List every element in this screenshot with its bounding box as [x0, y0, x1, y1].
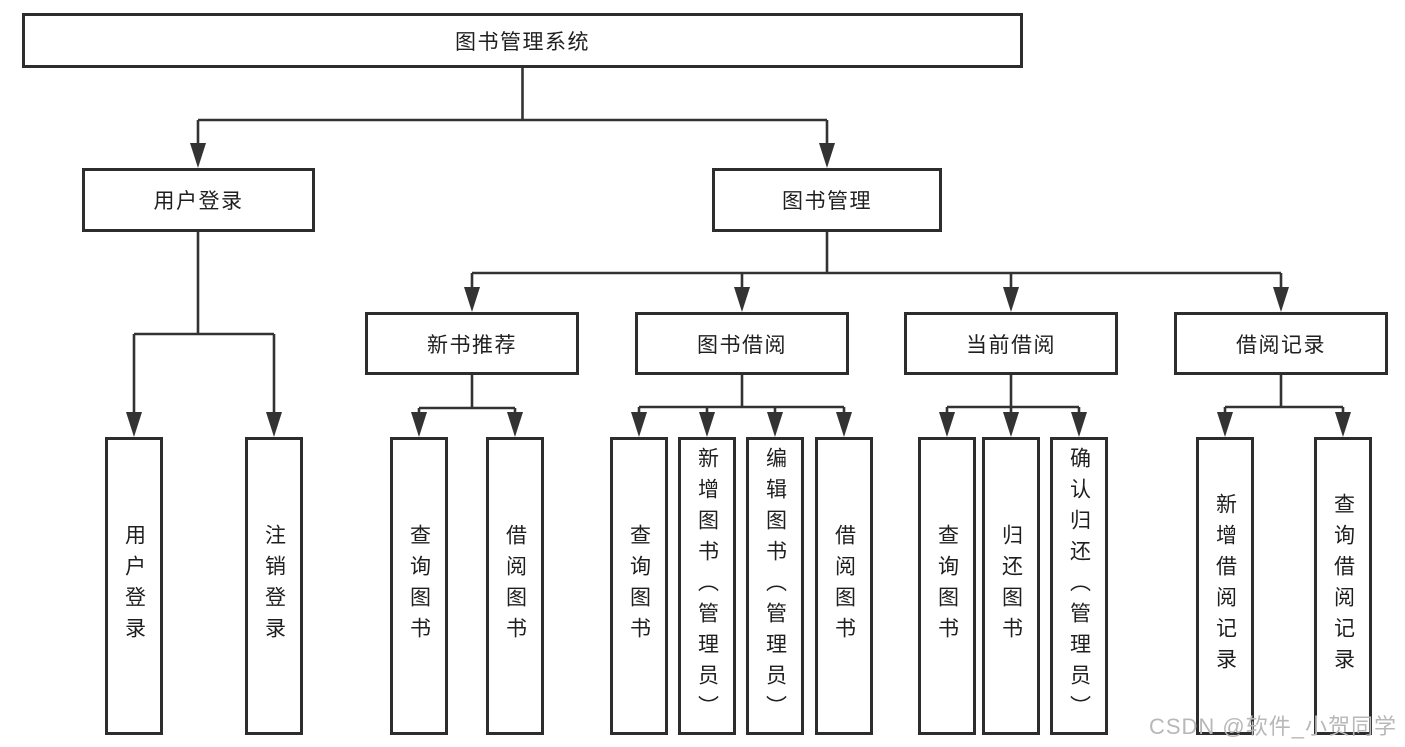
leaf-records-query: 查询借阅记录: [1314, 437, 1372, 735]
leaf-logout-label: 注销登录: [262, 524, 286, 648]
leaf-current-return-label: 归还图书: [999, 524, 1023, 648]
leaf-records-add: 新增借阅记录: [1196, 437, 1254, 735]
node-borrow-records-label: 借阅记录: [1236, 333, 1326, 357]
leaf-borrow-query: 查询图书: [610, 437, 668, 735]
leaf-borrow-edit-admin-label: 编辑图书（管理员）: [763, 446, 787, 726]
leaf-borrow-query-label: 查询图书: [627, 524, 651, 648]
leaf-logout: 注销登录: [245, 437, 303, 735]
node-borrow-records: 借阅记录: [1174, 312, 1388, 375]
node-root-label: 图书管理系统: [455, 30, 590, 54]
leaf-user-login-label: 用户登录: [122, 524, 146, 648]
leaf-borrow-book: 借阅图书: [815, 437, 873, 735]
leaf-records-query-label: 查询借阅记录: [1331, 493, 1355, 679]
node-book-borrow: 图书借阅: [635, 312, 849, 375]
node-current-borrow-label: 当前借阅: [966, 333, 1056, 357]
node-user-login: 用户登录: [82, 168, 315, 232]
leaf-current-query-label: 查询图书: [935, 524, 959, 648]
node-new-book-recommend-label: 新书推荐: [427, 333, 517, 357]
node-user-login-label: 用户登录: [153, 190, 244, 213]
leaf-current-return: 归还图书: [982, 437, 1040, 735]
node-root: 图书管理系统: [22, 13, 1023, 68]
leaf-borrow-edit-admin: 编辑图书（管理员）: [746, 437, 804, 735]
node-new-book-recommend: 新书推荐: [365, 312, 579, 375]
leaf-newbook-borrow-label: 借阅图书: [503, 524, 527, 648]
node-book-management-label: 图书管理: [782, 190, 872, 213]
csdn-watermark: CSDN @软件_小贺同学: [1148, 714, 1397, 739]
leaf-user-login: 用户登录: [105, 437, 163, 735]
leaf-current-confirm-return-admin-label: 确认归还（管理员）: [1067, 446, 1091, 726]
leaf-newbook-query-label: 查询图书: [407, 524, 431, 648]
arrowhead-icons: [126, 143, 1351, 437]
leaf-borrow-book-label: 借阅图书: [832, 524, 856, 648]
leaf-borrow-add-admin: 新增图书（管理员）: [678, 437, 736, 735]
leaf-current-confirm-return-admin: 确认归还（管理员）: [1050, 437, 1108, 735]
leaf-current-query: 查询图书: [918, 437, 976, 735]
node-book-borrow-label: 图书借阅: [697, 333, 787, 357]
leaf-newbook-query: 查询图书: [390, 437, 448, 735]
connector-lines: [132, 68, 1345, 414]
leaf-newbook-borrow: 借阅图书: [486, 437, 544, 735]
leaf-borrow-add-admin-label: 新增图书（管理员）: [695, 446, 719, 726]
leaf-records-add-label: 新增借阅记录: [1213, 493, 1237, 679]
node-book-management: 图书管理: [712, 168, 942, 232]
node-current-borrow: 当前借阅: [904, 312, 1118, 375]
